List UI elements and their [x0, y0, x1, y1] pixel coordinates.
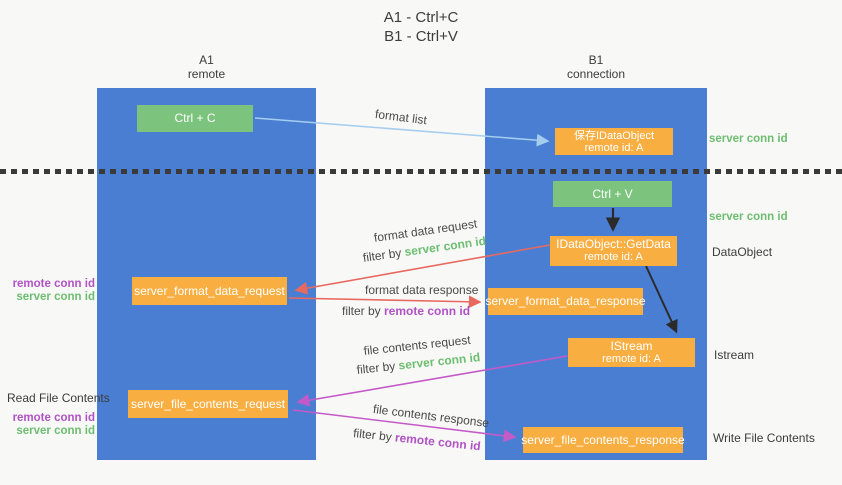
ctrl-v-node: Ctrl + V — [553, 181, 672, 207]
server-file-contents-response-node: server_file_contents_response — [521, 427, 685, 453]
filter-by-text: filter by — [356, 358, 400, 377]
lane-a1-name: A1 — [199, 53, 214, 67]
filter-by-text: filter by — [352, 426, 396, 445]
server-conn-id-annotation: server conn id — [16, 290, 95, 303]
server-format-data-request-node: server_format_data_request — [132, 277, 287, 305]
istream-annotation: Istream — [714, 348, 755, 362]
format-data-response-filter-label: filter by remote conn id — [342, 304, 470, 318]
remote-conn-id-key: remote conn id — [394, 430, 482, 454]
server-conn-id-annotation-top: server conn id — [709, 133, 788, 145]
write-file-contents-annotation: Write File Contents — [713, 431, 815, 445]
save-idataobject-node: 保存IDataObject remote id: A — [555, 128, 673, 155]
server-format-data-response-node: server_format_data_response — [485, 288, 646, 315]
getdata-line2: remote id: A — [584, 251, 643, 263]
istream-node: IStream remote id: A — [568, 338, 695, 367]
server-conn-id-annotation-mid: server conn id — [709, 211, 788, 223]
server-conn-id-key: server conn id — [397, 350, 481, 373]
server-format-data-response-label: server_format_data_response — [485, 294, 646, 308]
diagram-title: A1 - Ctrl+C B1 - Ctrl+V — [0, 8, 842, 46]
remote-conn-id-key: remote conn id — [384, 304, 471, 318]
filter-by-text: filter by — [362, 245, 406, 265]
lane-b1-name: B1 — [588, 53, 604, 67]
dataobject-annotation: DataObject — [712, 245, 773, 259]
ctrl-v-label: Ctrl + V — [592, 186, 633, 201]
file-contents-response-filter-label: filter by remote conn id — [353, 426, 482, 453]
server-file-contents-request-label: server_file_contents_request — [130, 396, 286, 411]
server-conn-id-annotation: server conn id — [16, 424, 95, 437]
lane-header-b1: B1 connection — [485, 53, 707, 81]
istream-line2: remote id: A — [602, 352, 661, 365]
remote-conn-id-annotation: remote conn id — [12, 412, 95, 424]
ctrl-c-node: Ctrl + C — [137, 105, 253, 132]
read-file-contents-annotation: Read File Contents — [7, 391, 110, 405]
conn-id-pair-file: remote conn id server conn id — [9, 412, 95, 437]
istream-line1: IStream — [610, 338, 653, 353]
server-file-contents-response-label: server_file_contents_response — [521, 432, 685, 447]
title-line-1: A1 - Ctrl+C — [383, 9, 459, 26]
server-format-data-request-label: server_format_data_request — [134, 283, 285, 298]
title-line-2: B1 - Ctrl+V — [384, 28, 458, 45]
format-data-response-label: format data response — [365, 283, 479, 297]
getdata-line1: IDataObject::GetData — [556, 237, 671, 251]
save-idataobject-line1: 保存IDataObject — [573, 129, 655, 142]
filter-by-text: filter by — [342, 304, 385, 318]
conn-id-pair-format: remote conn id server conn id — [9, 278, 95, 303]
ctrl-c-label: Ctrl + C — [174, 111, 216, 125]
file-contents-response-label: file contents response — [372, 402, 490, 431]
save-idataobject-line2: remote id: A — [584, 141, 644, 154]
format-list-label: format list — [374, 107, 428, 128]
lane-header-a1: A1 remote — [97, 53, 316, 81]
arrow-format-data-response — [288, 295, 482, 309]
server-file-contents-request-node: server_file_contents_request — [128, 390, 288, 418]
idataobject-getdata-node: IDataObject::GetData remote id: A — [550, 236, 677, 266]
lane-b1-subtitle: connection — [566, 67, 626, 81]
remote-conn-id-annotation: remote conn id — [12, 278, 95, 290]
session-divider-dotted-line — [0, 169, 842, 174]
lane-a1-subtitle: remote — [187, 67, 226, 81]
